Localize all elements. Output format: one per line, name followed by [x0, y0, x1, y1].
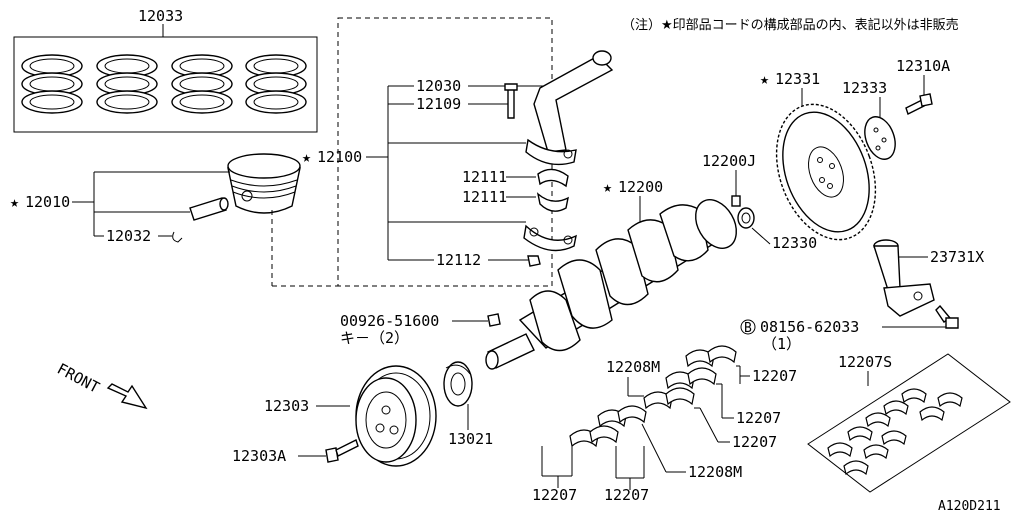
flywheel: [775, 103, 877, 241]
label-12200[interactable]: 12200: [618, 178, 663, 196]
pulley-bolt: [325, 439, 359, 463]
label-12207-bottom-left[interactable]: 12207: [532, 486, 577, 504]
front-label: FRONT: [54, 360, 102, 397]
crank-sprocket: [443, 361, 473, 407]
label-12207-bottom-center[interactable]: 12207: [604, 486, 649, 504]
crankshaft-key: [487, 313, 501, 327]
bolt-quantity-label: （1）: [762, 335, 801, 353]
dowel-pin: [731, 195, 741, 207]
bearing-set-box: [807, 353, 1011, 493]
label-12200J[interactable]: 12200J: [702, 152, 756, 170]
piston-ring-set-box: [13, 36, 318, 133]
label-12207-r1[interactable]: 12207: [752, 367, 797, 385]
label-12310A[interactable]: 12310A: [896, 57, 950, 75]
star-12200: ★: [603, 178, 612, 196]
snap-ring: [172, 231, 183, 243]
label-12109[interactable]: 12109: [416, 95, 461, 113]
parts-note: （注）★印部品コードの構成部品の内、表記以外は非販売: [622, 17, 959, 33]
label-12111-b[interactable]: 12111: [462, 188, 507, 206]
b-circle-icon: [740, 319, 756, 335]
label-12111-a[interactable]: 12111: [462, 168, 507, 186]
label-12303A[interactable]: 12303A: [232, 447, 286, 465]
flywheel-bolt: [905, 93, 933, 115]
bearing-set-shells: [827, 388, 963, 476]
main-bearing-lower-row: [569, 405, 647, 448]
connecting-rod-bolt: [504, 83, 518, 119]
label-12010[interactable]: 12010: [25, 193, 70, 211]
front-arrow-icon: [106, 383, 148, 410]
label-12207-r2[interactable]: 12207: [736, 409, 781, 427]
label-12333[interactable]: 12333: [842, 79, 887, 97]
label-12207-r3[interactable]: 12207: [732, 433, 777, 451]
label-12207S[interactable]: 12207S: [838, 353, 892, 371]
connecting-rod-cap: [523, 224, 577, 252]
label-12030[interactable]: 12030: [416, 77, 461, 95]
label-12112[interactable]: 12112: [436, 251, 481, 269]
label-00926-51600[interactable]: 00926-51600: [340, 312, 439, 330]
label-13021[interactable]: 13021: [448, 430, 493, 448]
piston-rings-group: [21, 54, 307, 114]
b-mark: B: [744, 321, 752, 336]
label-12208M-top[interactable]: 12208M: [606, 358, 660, 376]
pilot-bushing: [737, 207, 755, 229]
label-12208M-bottom[interactable]: 12208M: [688, 463, 742, 481]
label-12033[interactable]: 12033: [138, 7, 183, 25]
main-bearing-upper-row: [643, 345, 737, 410]
diagram-code: A120D211: [938, 499, 1001, 512]
label-12100[interactable]: 12100: [317, 148, 362, 166]
connecting-rod-nut: [527, 255, 541, 267]
sensor-bolt: [935, 304, 959, 329]
label-12330[interactable]: 12330: [772, 234, 817, 252]
connecting-rod-dashed-outline: [337, 17, 553, 287]
star-12100: ★: [302, 148, 311, 166]
star-12010: ★: [10, 193, 19, 211]
crank-angle-sensor: [873, 239, 935, 317]
star-12331: ★: [760, 70, 769, 88]
key-quantity-label: キ－（2）: [340, 329, 409, 347]
label-23731X[interactable]: 23731X: [930, 248, 984, 266]
piston-pin: [189, 197, 229, 221]
label-12331[interactable]: 12331: [775, 70, 820, 88]
connecting-rod-bearing-upper: [537, 168, 569, 188]
label-12032[interactable]: 12032: [106, 227, 151, 245]
crankshaft: [485, 199, 737, 370]
connecting-rod: [525, 50, 614, 166]
piston: [227, 153, 338, 287]
label-12303[interactable]: 12303: [264, 397, 309, 415]
flywheel-plate: [864, 116, 896, 160]
label-08156-62033[interactable]: 08156-62033: [760, 318, 859, 336]
crankshaft-pulley: [355, 365, 437, 467]
connecting-rod-bearing-lower: [536, 192, 569, 212]
